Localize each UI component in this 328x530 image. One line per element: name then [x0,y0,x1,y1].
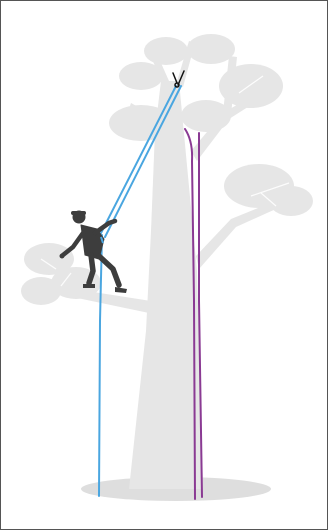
diagram-frame [0,0,328,530]
tree-climbing-illustration [1,1,327,529]
